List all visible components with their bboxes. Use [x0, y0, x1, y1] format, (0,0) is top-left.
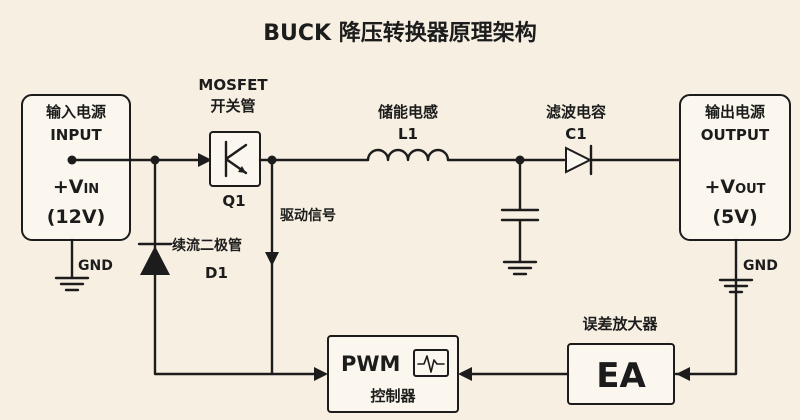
input-value: (12V) [47, 206, 106, 228]
inductor-ref: L1 [398, 125, 418, 143]
feedback-arrow-ea [676, 367, 690, 381]
diagram-title: BUCK 降压转换器原理架构 [263, 20, 537, 46]
wire-arrow-q1 [198, 153, 212, 167]
mosfet-label-en: MOSFET [198, 76, 268, 94]
c1-label-cn: 滤波电容 [546, 103, 606, 121]
output-value: (5V) [712, 206, 757, 228]
ea-label: EA [596, 356, 646, 396]
output-label-en: OUTPUT [701, 126, 770, 144]
input-label-cn: 输入电源 [46, 103, 106, 121]
drive-label: 驱动信号 [280, 207, 336, 224]
capacitor-symbol [500, 158, 540, 264]
inductor-label-cn: 储能电感 [378, 103, 438, 121]
arrow-into-pwm [458, 367, 472, 381]
pwm-wave-icon [417, 355, 445, 373]
drive-arrow [265, 252, 279, 266]
inductor-coil [366, 148, 450, 162]
pwm-wave-box [413, 349, 449, 377]
mosfet-label-cn: 开关管 [210, 97, 255, 115]
mosfet-emitter-arrow [238, 166, 246, 173]
arrow-into-pwm-left [314, 367, 328, 381]
output-voltage: +VOUT [704, 176, 765, 198]
pwm-label: PWM [341, 352, 400, 376]
capacitor-gnd-symbol [502, 260, 538, 276]
input-gnd-symbol [54, 276, 90, 292]
mosfet-box [209, 131, 261, 187]
input-label-en: INPUT [50, 126, 102, 144]
d1-diode-triangle [140, 246, 170, 275]
input-gnd-label: GND [78, 258, 113, 274]
ea-label-cn: 误差放大器 [582, 315, 658, 333]
c1-ref: C1 [565, 125, 586, 143]
input-box [21, 94, 131, 241]
d1-ref: D1 [205, 264, 228, 282]
input-voltage: +VIN [53, 176, 99, 198]
output-gnd-label: GND [743, 258, 778, 274]
d1-label-cn: 续流二极管 [172, 237, 242, 254]
pwm-label-cn: 控制器 [370, 387, 416, 405]
output-gnd-symbol [718, 278, 754, 294]
c1-diode-triangle [565, 146, 593, 174]
wire-feedback [674, 238, 738, 376]
output-label-cn: 输出电源 [705, 103, 765, 121]
wire-diode-branch [153, 158, 316, 376]
mosfet-ref: Q1 [222, 192, 245, 210]
